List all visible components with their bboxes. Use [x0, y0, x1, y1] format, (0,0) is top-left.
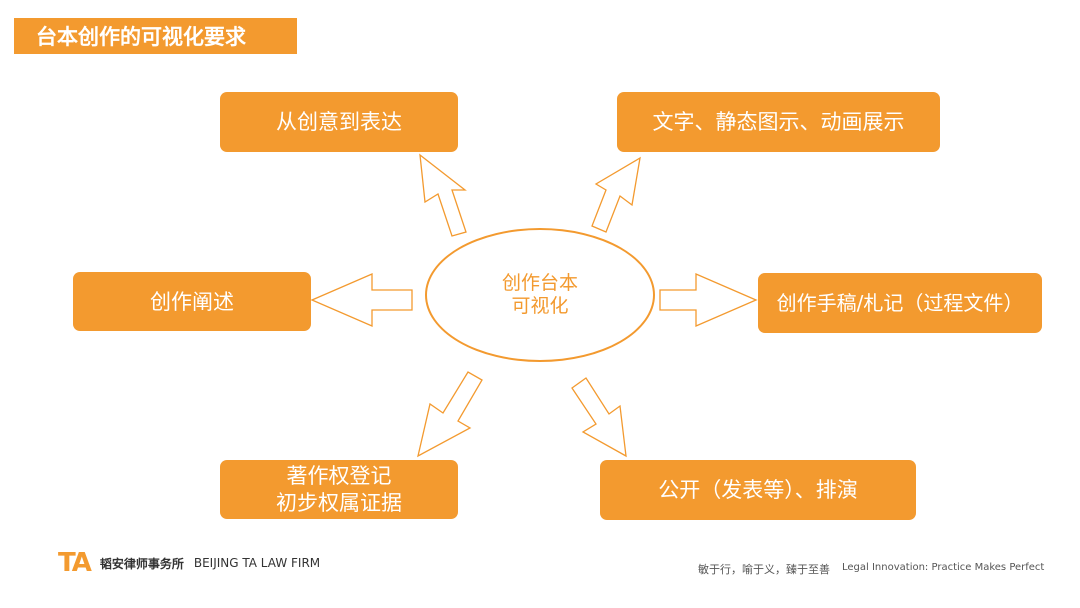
arrow-to-bottom-right: [571, 377, 627, 458]
firm-name-en: BEIJING TA LAW FIRM: [193, 556, 321, 570]
node-top-right-label: 文字、静态图示、动画展示: [652, 110, 905, 134]
firm-logo: TA: [58, 548, 92, 578]
node-bottom-left-line-2: 初步权属证据: [276, 490, 402, 515]
node-top-left: 从创意到表达: [220, 92, 458, 152]
node-mid-right: 创作手稿/札记（过程文件）: [758, 273, 1042, 333]
arrow-to-bottom-left: [417, 371, 483, 458]
motto-cn: 敏于行，喻于义，臻于至善: [698, 563, 830, 576]
center-line-1: 创作台本: [501, 272, 578, 294]
footer-brand: TA 韬安律师事务所 BEIJING TA LAW FIRM: [58, 548, 321, 578]
node-mid-left: 创作阐述: [73, 272, 311, 331]
arrow-to-top-right: [591, 156, 641, 233]
node-bottom-left-line-1: 著作权登记: [286, 463, 392, 488]
node-bottom-left: 著作权登记 初步权属证据: [220, 460, 458, 519]
node-mid-left-label: 创作阐述: [150, 289, 234, 314]
node-mid-right-label: 创作手稿/札记（过程文件）: [776, 291, 1024, 315]
arrow-to-mid-right: [659, 273, 758, 327]
center-line-2: 可视化: [511, 295, 569, 317]
arrow-to-mid-left: [310, 273, 413, 327]
motto-en: Legal Innovation: Practice Makes Perfect: [842, 562, 1045, 573]
node-bottom-right-label: 公开（发表等）、排演: [658, 478, 858, 502]
firm-name-cn: 韬安律师事务所: [99, 556, 184, 571]
arrow-to-top-left: [419, 153, 467, 237]
slide-title: 台本创作的可视化要求: [14, 18, 297, 54]
center-topic: 创作台本 可视化: [425, 228, 655, 362]
node-top-right: 文字、静态图示、动画展示: [617, 92, 940, 152]
node-bottom-right: 公开（发表等）、排演: [600, 460, 916, 520]
node-top-left-label: 从创意到表达: [276, 110, 402, 134]
